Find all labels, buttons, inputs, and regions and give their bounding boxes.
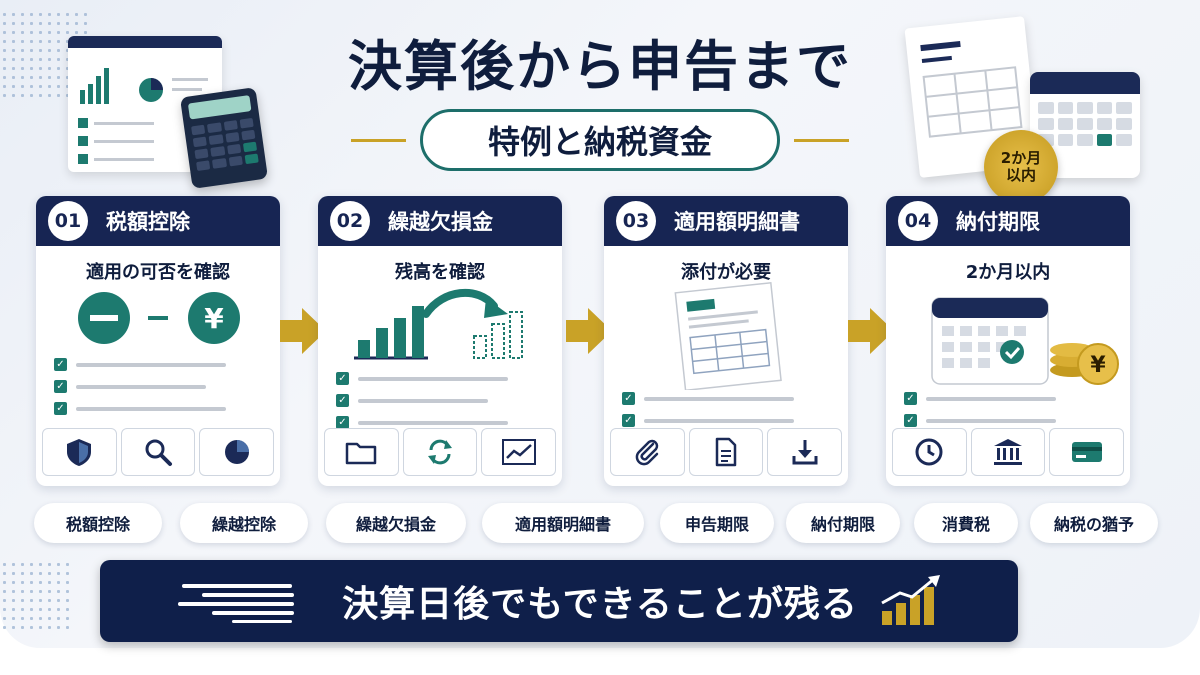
conclusion-banner: 決算日後でもできることが残る [100, 560, 1018, 642]
step-card-loss-carryforward: 02 繰越欠損金 残高を確認 ✓ ✓ ✓ [318, 196, 562, 486]
checklist: ✓ ✓ ✓ [54, 358, 226, 424]
arrow-right-icon [566, 308, 612, 354]
step-card-payment-deadline: 04 納付期限 2か月以内 ¥ ✓ ✓ [886, 196, 1130, 486]
card-icon [1049, 428, 1125, 476]
card-title: 繰越欠損金 [388, 210, 493, 234]
card-header: 03 適用額明細書 [604, 196, 848, 246]
step-number: 03 [616, 201, 656, 241]
yen-icon [188, 292, 240, 344]
step-card-tax-credit: 01 税額控除 適用の可否を確認 ¥ ✓ ✓ ✓ [36, 196, 280, 486]
refresh-icon [402, 428, 478, 476]
subtitle-pill: 特例と納税資金 [420, 109, 780, 171]
deadline-seal: 2か月 以内 [984, 130, 1058, 204]
checklist: ✓ ✓ [904, 392, 1056, 436]
banner-text: 決算日後でもできることが残る [342, 584, 858, 625]
arrow-right-icon [848, 308, 894, 354]
subtitle-area: 特例と納税資金 [330, 108, 870, 172]
dot-pattern [0, 560, 70, 630]
keyword-tag: 適用額明細書 [482, 503, 644, 543]
card-header: 04 納付期限 [886, 196, 1130, 246]
card-subtitle: 添付が必要 [681, 262, 771, 283]
pie-chart-icon [199, 428, 275, 476]
document-illustration [674, 281, 782, 390]
keyword-tag: 繰越控除 [180, 503, 308, 543]
calculator-icon [179, 87, 269, 189]
step-card-statement: 03 適用額明細書 添付が必要 ✓ ✓ [604, 196, 848, 486]
icon-row [892, 428, 1125, 476]
step-number: 02 [330, 201, 370, 241]
clock-icon [892, 428, 967, 476]
carryforward-chart-illustration [354, 288, 523, 360]
speed-lines-icon [178, 584, 295, 623]
card-title: 納付期限 [956, 210, 1040, 234]
icon-row [324, 428, 557, 476]
paperclip-icon [610, 428, 685, 476]
calendar-icon [1030, 72, 1140, 178]
growth-bar-icon [881, 575, 940, 625]
svg-text:¥: ¥ [204, 302, 224, 335]
svg-text:¥: ¥ [1090, 353, 1106, 378]
keyword-tag: 申告期限 [660, 503, 774, 543]
card-title: 適用額明細書 [674, 210, 800, 234]
checklist: ✓ ✓ ✓ [336, 372, 508, 438]
chart-illustration-icon [78, 68, 208, 164]
download-icon [767, 428, 843, 476]
bank-icon [970, 428, 1046, 476]
form-document-icon [904, 16, 1040, 178]
card-subtitle: 残高を確認 [395, 262, 485, 283]
minus-yen-illustration: ¥ [78, 292, 240, 344]
divider [351, 138, 406, 142]
folder-icon [324, 428, 399, 476]
magnifier-icon [120, 428, 196, 476]
keyword-tag: 納付期限 [786, 503, 900, 543]
keyword-tag: 繰越欠損金 [326, 503, 466, 543]
arrow-right-icon [280, 308, 326, 354]
keyword-tag: 納税の猶予 [1030, 503, 1158, 543]
card-header: 02 繰越欠損金 [318, 196, 562, 246]
keyword-tag: 消費税 [914, 503, 1018, 543]
divider [794, 138, 849, 142]
icon-row [42, 428, 275, 476]
card-subtitle: 適用の可否を確認 [86, 262, 230, 283]
keyword-tag: 税額控除 [34, 503, 162, 543]
document-icon [688, 428, 764, 476]
icon-row [610, 428, 843, 476]
card-title: 税額控除 [106, 210, 190, 234]
line-chart-icon [481, 428, 557, 476]
page-title: 決算後から申告まで [348, 35, 852, 98]
card-subtitle: 2か月以内 [965, 262, 1051, 283]
card-header: 01 税額控除 [36, 196, 280, 246]
checklist: ✓ ✓ [622, 392, 794, 436]
shield-icon [42, 428, 117, 476]
step-number: 04 [898, 201, 938, 241]
calendar-coins-illustration: ¥ [931, 297, 1119, 385]
step-number: 01 [48, 201, 88, 241]
